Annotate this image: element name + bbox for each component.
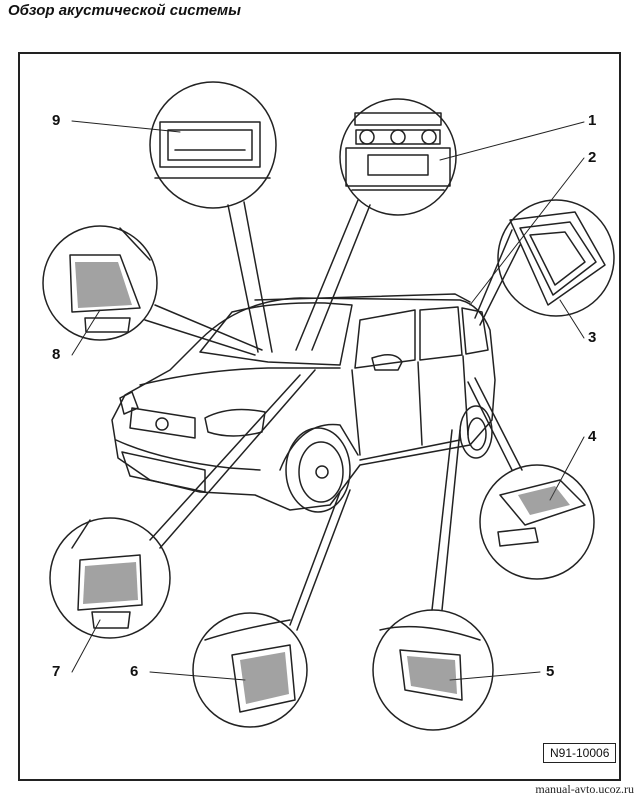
page-title: Обзор акустической системы xyxy=(8,2,241,19)
detail-circle-8-door-tweeter xyxy=(42,225,158,341)
callout-5: 5 xyxy=(546,663,555,680)
diagram-frame xyxy=(18,52,621,781)
detail-circle-5-rear-speaker xyxy=(372,609,494,731)
leader-lines xyxy=(144,199,523,631)
car-illustration xyxy=(111,293,496,513)
callout-1: 1 xyxy=(588,112,597,129)
figure-reference: N91-10006 xyxy=(543,743,617,763)
callout-2: 2 xyxy=(588,149,597,166)
detail-circle-9-dashboard xyxy=(149,81,277,209)
callout-3: 3 xyxy=(588,329,597,346)
callout-7: 7 xyxy=(52,663,61,680)
callout-4: 4 xyxy=(588,428,597,445)
watermark: manual-avto.ucoz.ru xyxy=(535,782,634,796)
callout-lines xyxy=(71,120,585,681)
callout-9: 9 xyxy=(52,112,61,129)
detail-circle-7-door-speaker xyxy=(49,517,171,639)
callout-6: 6 xyxy=(130,663,139,680)
detail-circle-6-lower-speaker xyxy=(192,612,308,728)
detail-circle-4-rear-door xyxy=(479,464,595,580)
callout-8: 8 xyxy=(52,346,61,363)
detail-circle-1-radio xyxy=(339,98,457,216)
detail-circle-3-rear-window xyxy=(497,199,615,317)
